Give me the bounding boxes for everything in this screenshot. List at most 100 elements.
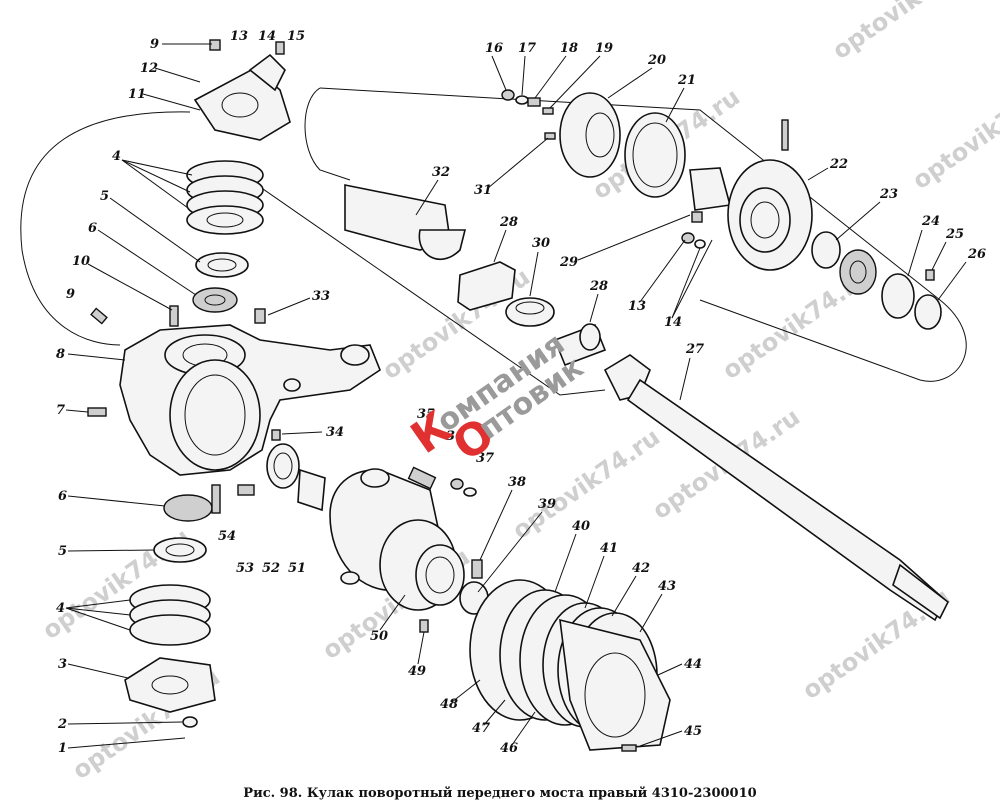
leader-line (665, 87, 685, 123)
figure-caption: Рис. 98. Кулак поворотный переднего мост… (243, 786, 757, 801)
callout-49: 49 (408, 664, 426, 679)
callout-17: 17 (518, 41, 536, 56)
leader-line (477, 511, 543, 593)
callout-5: 5 (100, 189, 109, 204)
assembly-path (20, 87, 967, 396)
leader-line (281, 431, 323, 435)
callout-24: 24 (921, 214, 940, 229)
callout-31: 31 (474, 183, 492, 198)
leader-line (584, 555, 605, 609)
callout-41: 41 (600, 541, 618, 556)
leader-line (67, 721, 183, 725)
leader-line (65, 607, 131, 631)
callout-28: 28 (589, 279, 608, 294)
callout-layer: 9 13 14 15 12 11 4 5 6 10 9 8 7 6 5 4 3 … (56, 29, 986, 756)
callout-32: 32 (432, 165, 450, 180)
callout-21: 21 (677, 73, 696, 88)
callout-34: 34 (326, 425, 344, 440)
callout-4: 4 (112, 149, 121, 164)
leader-line (417, 631, 425, 665)
leader-line (639, 239, 686, 303)
leader-line (121, 159, 193, 176)
small-fasteners-middle (407, 466, 483, 633)
leader-line (65, 607, 131, 616)
leader-line (589, 293, 599, 323)
watermark: optovik74.ru (827, 0, 985, 65)
leader-line (67, 663, 129, 679)
callout-36: 36 (446, 429, 464, 444)
steering-knuckle (119, 324, 381, 476)
callout-14: 14 (664, 315, 682, 330)
leader-line (835, 201, 881, 241)
leader-line (67, 737, 186, 749)
callout-45: 45 (684, 724, 702, 739)
callout-46: 46 (500, 741, 518, 756)
axle-shaft-outer (344, 184, 467, 261)
flange-20 (559, 92, 621, 178)
leader-line (671, 239, 713, 319)
leader-line (142, 93, 201, 111)
callout-16: 16 (485, 41, 503, 56)
callout-51: 51 (288, 561, 306, 576)
callout-26: 26 (967, 247, 986, 262)
wheel-hub-22 (689, 119, 813, 271)
callout-23: 23 (879, 187, 898, 202)
leader-line (511, 711, 536, 746)
callout-5: 5 (58, 544, 67, 559)
bearing-and-nut (811, 231, 942, 330)
callout-1: 1 (58, 741, 67, 756)
callout-6: 6 (88, 221, 97, 236)
leader-line (529, 251, 539, 297)
gasket-21 (624, 112, 686, 198)
callout-25: 25 (945, 227, 964, 242)
callout-2: 2 (57, 717, 67, 732)
leader-line (931, 241, 947, 271)
leader-line (121, 159, 191, 193)
axle-shaft-inner-27 (603, 354, 950, 622)
callout-52: 52 (262, 561, 280, 576)
leader-line (109, 197, 201, 263)
leader-line (487, 137, 549, 189)
cardan-joint (457, 261, 607, 367)
callout-14: 14 (258, 29, 276, 44)
callout-53: 53 (236, 561, 254, 576)
leader-line (657, 663, 683, 676)
callout-12: 12 (140, 61, 158, 76)
leader-line (65, 409, 89, 413)
leader-line (639, 730, 683, 747)
leader-line (577, 214, 691, 261)
callout-54: 54 (218, 529, 236, 544)
callout-11: 11 (128, 87, 146, 102)
callout-9: 9 (66, 287, 75, 302)
lower-stack (124, 494, 216, 728)
callout-30: 30 (532, 236, 550, 251)
callout-18: 18 (560, 41, 578, 56)
leader-line (97, 229, 197, 296)
leader-line (267, 297, 311, 316)
callout-13: 13 (628, 299, 646, 314)
callout-37: 37 (476, 451, 494, 466)
leader-line (483, 699, 506, 726)
callout-20: 20 (647, 53, 666, 68)
leader-line (521, 55, 526, 96)
leader-line (554, 533, 577, 593)
callout-43: 43 (658, 579, 676, 594)
callout-15: 15 (287, 29, 305, 44)
leader-line (379, 594, 406, 631)
callout-28: 28 (499, 215, 518, 230)
leader-line (907, 229, 923, 277)
leader-line (154, 67, 201, 83)
leader-line (937, 261, 967, 301)
callout-40: 40 (572, 519, 590, 534)
callout-33: 33 (312, 289, 330, 304)
leader-line (639, 593, 663, 633)
leader-line (671, 247, 701, 319)
leader-line (451, 679, 481, 703)
callout-38: 38 (508, 475, 526, 490)
leader-line (87, 263, 173, 311)
leader-line (534, 55, 567, 99)
callout-4: 4 (56, 601, 65, 616)
callout-6: 6 (58, 489, 67, 504)
callout-42: 42 (632, 561, 650, 576)
